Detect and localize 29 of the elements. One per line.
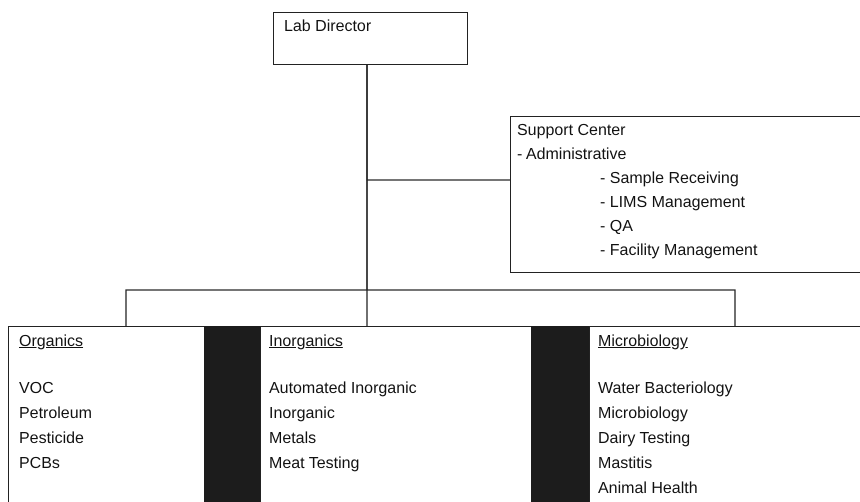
list-item: Mastitis (598, 454, 652, 474)
list-item: Metals (269, 429, 316, 449)
list-item: VOC (19, 379, 54, 399)
list-item: - Facility Management (600, 241, 758, 261)
org-box (510, 116, 860, 273)
list-item: - Sample Receiving (600, 169, 739, 189)
list-item: PCBs (19, 454, 60, 474)
list-item: Automated Inorganic (269, 379, 417, 399)
list-item: Petroleum (19, 404, 92, 424)
list-item: - LIMS Management (600, 193, 745, 213)
box-heading: Support Center (517, 121, 626, 141)
list-item: - Administrative (517, 145, 626, 165)
list-item: Water Bacteriology (598, 379, 733, 399)
box-heading: Inorganics (269, 332, 343, 352)
box-heading: Organics (19, 332, 84, 352)
list-item: Inorganic (269, 404, 335, 424)
box-heading: Microbiology (598, 332, 688, 352)
connector-line (366, 65, 736, 326)
list-item: Pesticide (19, 429, 84, 449)
list-item: - QA (600, 217, 633, 237)
org-box (589, 326, 860, 502)
org-box (260, 326, 531, 502)
list-item: Animal Health (598, 479, 698, 499)
box-heading: Lab Director (284, 17, 372, 37)
list-item: Dairy Testing (598, 429, 690, 449)
list-item: Meat Testing (269, 454, 360, 474)
org-box (8, 326, 204, 502)
list-item: Microbiology (598, 404, 688, 424)
org-box (273, 12, 468, 65)
